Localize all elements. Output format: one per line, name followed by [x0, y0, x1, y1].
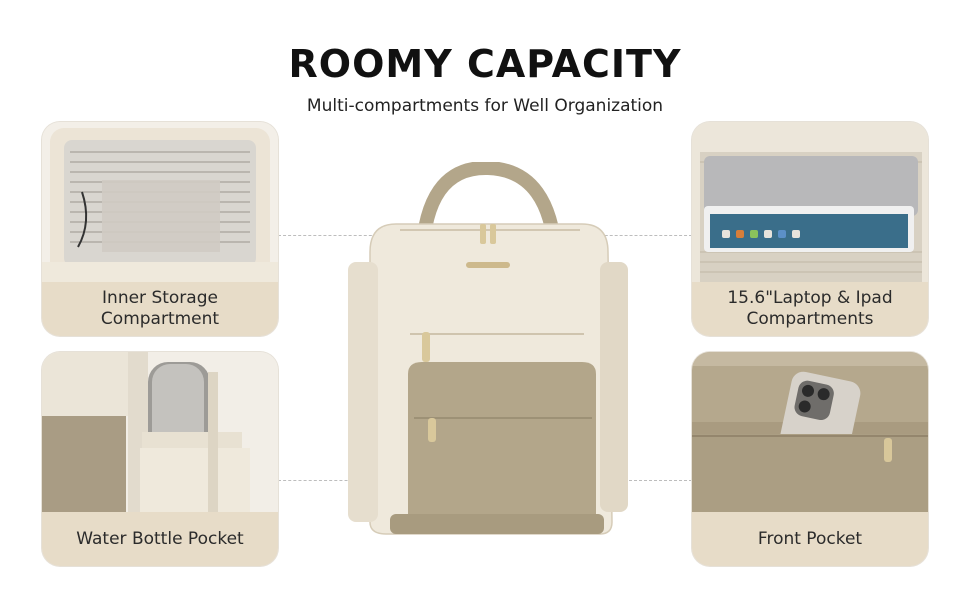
water-bottle-label: Water Bottle Pocket	[42, 512, 278, 566]
inner-storage-label: Inner Storage Compartment	[42, 282, 278, 336]
connector-line	[278, 235, 392, 236]
backpack-illustration	[348, 162, 628, 535]
laptop-ipad-label: 15.6"Laptop & Ipad Compartments	[692, 282, 928, 336]
inner-storage-photo	[42, 122, 278, 282]
laptop-ipad-photo	[692, 122, 928, 282]
feature-card-inner-storage: Inner Storage Compartment	[42, 122, 278, 336]
feature-card-water-bottle: Water Bottle Pocket	[42, 352, 278, 566]
front-pocket-photo	[692, 352, 928, 512]
connector-line	[580, 235, 692, 236]
front-pocket-label: Front Pocket	[692, 512, 928, 566]
feature-card-laptop-ipad: 15.6"Laptop & Ipad Compartments	[692, 122, 928, 336]
page-subtitle: Multi-compartments for Well Organization	[306, 96, 664, 116]
connector-line	[278, 480, 368, 481]
page-title: ROOMY CAPACITY	[288, 42, 682, 86]
feature-card-front-pocket: Front Pocket	[692, 352, 928, 566]
connector-line	[584, 480, 692, 481]
water-bottle-photo	[42, 352, 278, 512]
